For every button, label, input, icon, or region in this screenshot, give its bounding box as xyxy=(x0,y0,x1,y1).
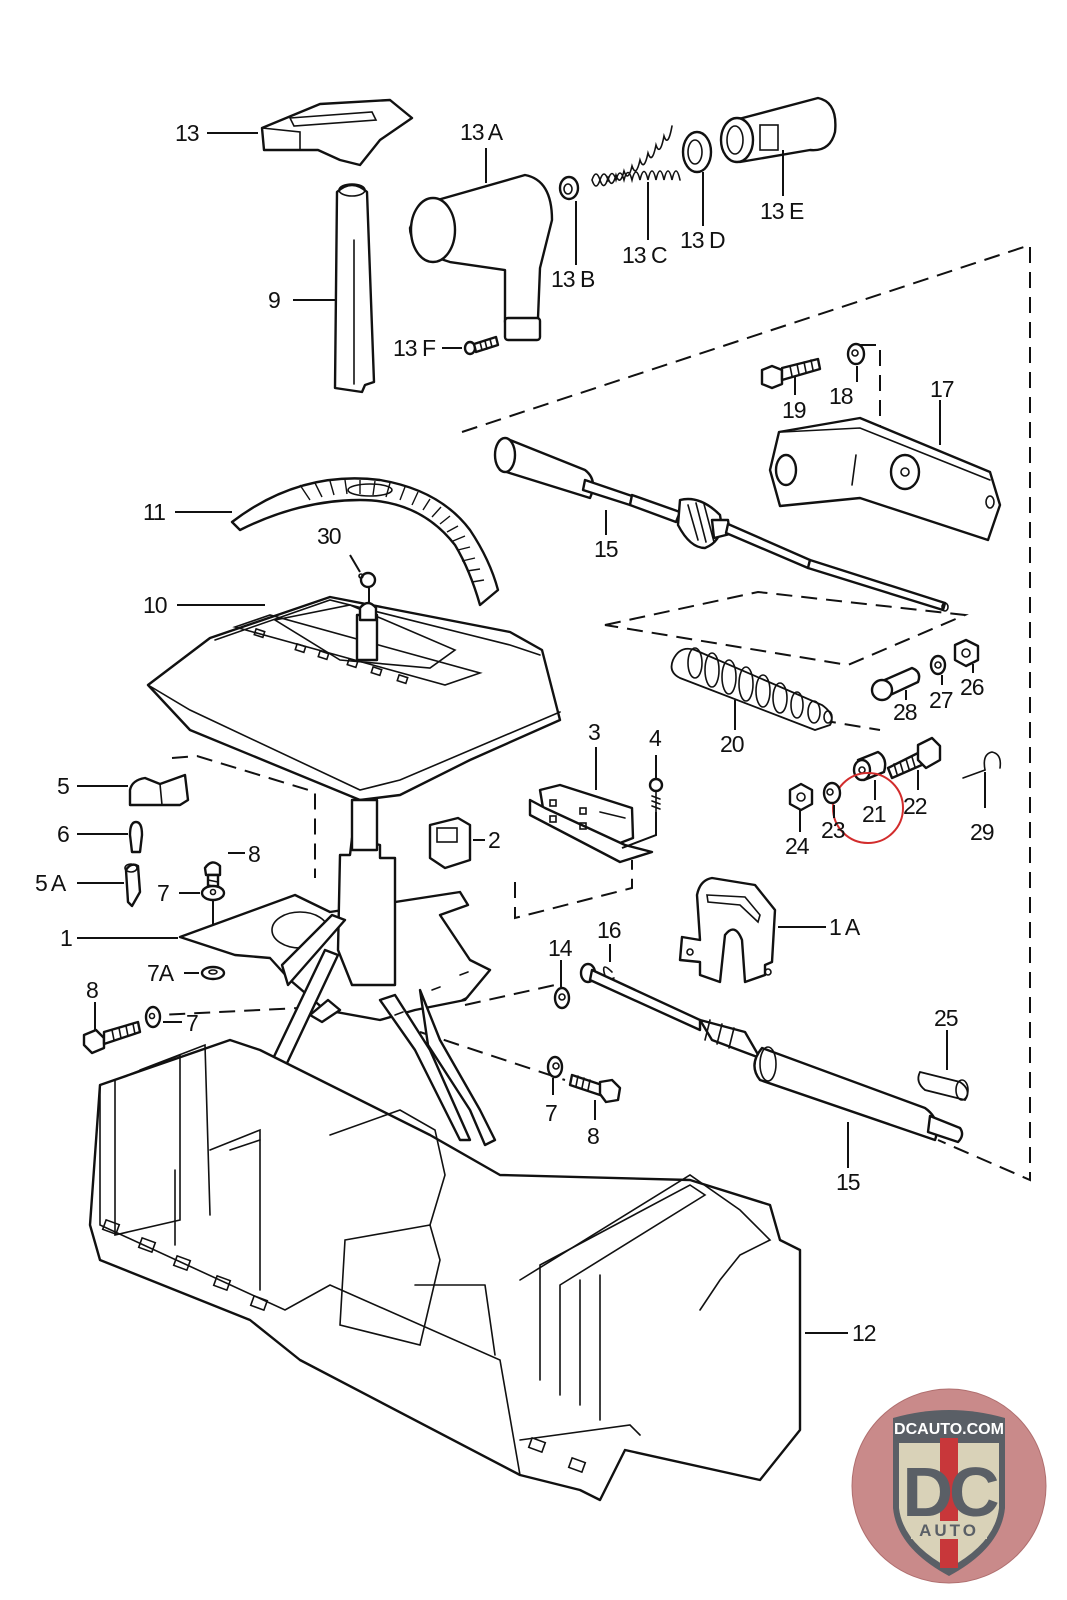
part-15-selector-cable-lower[interactable] xyxy=(579,962,964,1144)
part-14-washer[interactable] xyxy=(553,986,571,1010)
label-8-upper: 8 xyxy=(248,841,260,867)
part-13E-sleeve[interactable] xyxy=(719,96,837,164)
label-2: 2 xyxy=(488,827,500,853)
label-8-left: 8 xyxy=(86,977,98,1003)
label-6: 6 xyxy=(57,821,69,847)
part-2-connector[interactable] xyxy=(428,816,472,870)
label-15-lower: 15 xyxy=(836,1169,860,1195)
part-13D-ring[interactable] xyxy=(681,130,713,174)
part-13B-bushing[interactable] xyxy=(558,175,580,201)
label-9: 9 xyxy=(268,287,280,313)
dcauto-logo[interactable]: DCAUTO.COM DC AUTO xyxy=(851,1388,1047,1584)
label-7-left: 7 xyxy=(186,1010,198,1036)
label-1: 1 xyxy=(60,925,72,951)
label-22: 22 xyxy=(903,793,927,819)
part-17-bracket[interactable] xyxy=(768,416,1002,542)
part-26-nut[interactable] xyxy=(953,638,980,668)
label-24: 24 xyxy=(785,833,810,859)
label-13F: 13 F xyxy=(393,335,436,361)
label-19: 19 xyxy=(782,397,806,423)
label-25: 25 xyxy=(934,1005,958,1031)
part-9-lever-sleeve[interactable] xyxy=(333,183,376,394)
label-27: 27 xyxy=(929,687,953,713)
part-5A-socket[interactable] xyxy=(124,863,142,908)
label-7-upper: 7 xyxy=(157,880,169,906)
label-10: 10 xyxy=(143,592,167,618)
label-17: 17 xyxy=(930,376,954,402)
part-18-washer[interactable] xyxy=(846,342,866,366)
part-13A-knob[interactable] xyxy=(408,173,554,342)
label-16: 16 xyxy=(597,917,621,943)
part-24-nut[interactable] xyxy=(788,782,814,812)
label-30: 30 xyxy=(317,523,341,549)
part-19-bolt[interactable] xyxy=(760,357,822,390)
part-15-selector-cable-upper[interactable] xyxy=(493,436,949,612)
part-8-bolt-right[interactable] xyxy=(568,1073,622,1104)
part-22-banjo-bolt[interactable] xyxy=(886,736,942,780)
label-8-right: 8 xyxy=(587,1123,599,1149)
part-4-screw[interactable] xyxy=(648,777,664,813)
label-18: 18 xyxy=(829,383,853,409)
label-3: 3 xyxy=(588,719,600,745)
label-13C: 13 C xyxy=(622,242,667,268)
part-7-washer-left[interactable] xyxy=(144,1005,162,1029)
part-25-bushing[interactable] xyxy=(917,1070,969,1102)
label-12: 12 xyxy=(852,1320,876,1346)
part-13C-spring[interactable] xyxy=(591,125,681,187)
label-13E: 13 E xyxy=(760,198,804,224)
label-26: 26 xyxy=(960,674,984,700)
part-3-switch[interactable] xyxy=(528,783,654,864)
part-6-bulb[interactable] xyxy=(128,820,144,854)
part-8-bolt-left[interactable] xyxy=(82,1020,142,1055)
label-13B: 13 B xyxy=(551,266,595,292)
part-13F-screw[interactable] xyxy=(463,335,500,356)
label-7A: 7A xyxy=(147,960,175,986)
logo-mark-text: DC xyxy=(902,1453,998,1531)
label-13A: 13 A xyxy=(460,119,504,145)
label-13D: 13 D xyxy=(680,227,725,253)
part-30-clip[interactable] xyxy=(358,571,377,589)
label-7-right: 7 xyxy=(545,1100,557,1126)
label-5: 5 xyxy=(57,773,69,799)
part-27-washer[interactable] xyxy=(929,654,947,676)
label-5A: 5 A xyxy=(35,870,67,896)
part-11-cover-strip[interactable] xyxy=(230,477,500,607)
label-14: 14 xyxy=(548,935,573,961)
label-20: 20 xyxy=(720,731,744,757)
part-1A-detent-gate[interactable] xyxy=(678,876,777,984)
label-11: 11 xyxy=(143,499,165,525)
part-7-washer-right[interactable] xyxy=(546,1055,564,1079)
part-7A-grommet[interactable] xyxy=(200,965,226,981)
part-29-circlip[interactable] xyxy=(962,751,1002,779)
label-15-upper: 15 xyxy=(594,536,618,562)
part-12-console-housing[interactable] xyxy=(88,1038,802,1502)
part-7-washer-upper[interactable] xyxy=(200,884,226,902)
part-1-base-plate[interactable] xyxy=(178,798,497,1147)
part-20-rubber-boot[interactable] xyxy=(670,647,833,731)
label-13: 13 xyxy=(175,120,199,146)
part-28-pin[interactable] xyxy=(870,666,921,702)
label-28: 28 xyxy=(893,699,917,725)
logo-sub-text: AUTO xyxy=(919,1521,979,1540)
label-29: 29 xyxy=(970,819,994,845)
label-1A: 1 A xyxy=(829,914,861,940)
logo-site-text: DCAUTO.COM xyxy=(894,1421,1004,1438)
label-21: 21 xyxy=(862,801,886,827)
label-23: 23 xyxy=(821,817,845,843)
part-10-console-cover[interactable] xyxy=(146,595,562,802)
part-13-handle-cap[interactable] xyxy=(260,98,414,167)
part-23-washer[interactable] xyxy=(822,781,842,805)
part-5-lamp-holder[interactable] xyxy=(128,773,190,807)
label-4: 4 xyxy=(649,725,662,751)
